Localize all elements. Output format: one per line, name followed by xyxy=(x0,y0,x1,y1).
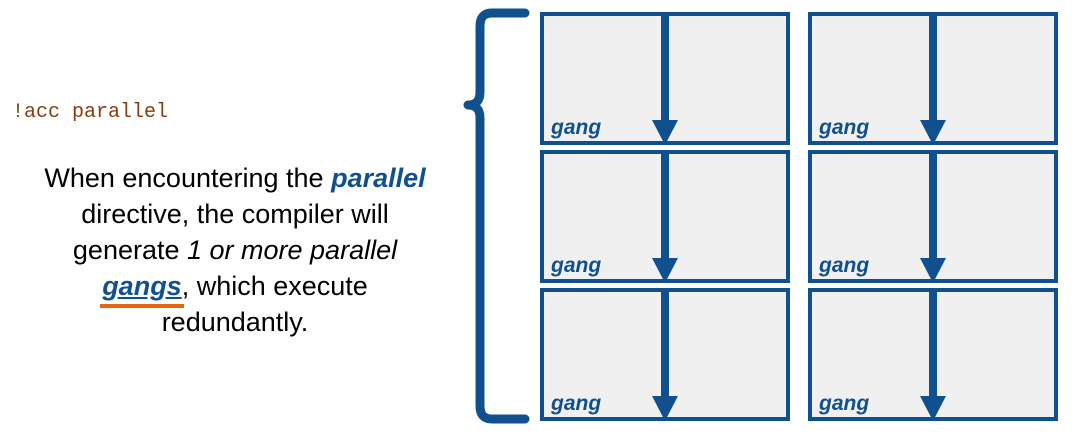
gang-box[interactable]: gang xyxy=(808,150,1058,283)
description-segment-3: , which execute redundantly. xyxy=(161,271,368,337)
gang-row: gang gang xyxy=(540,12,1070,145)
emphasis-gang-count: 1 or more parallel xyxy=(187,235,398,265)
description-segment-1: When encountering the xyxy=(44,163,332,193)
gang-row: gang gang xyxy=(540,150,1070,283)
description-segment-2: directive, the compiler will generate xyxy=(72,199,389,265)
down-arrow-icon xyxy=(652,150,678,283)
left-curly-brace xyxy=(430,0,540,432)
keyword-gangs: gangs xyxy=(102,271,182,301)
gang-box[interactable]: gang xyxy=(808,12,1058,145)
gang-label: gang xyxy=(551,116,602,139)
gang-label: gang xyxy=(819,392,870,415)
explanation-panel: !acc parallel When encountering the para… xyxy=(0,0,450,432)
gang-grid: gang gang gang gang gang xyxy=(540,12,1070,425)
down-arrow-icon xyxy=(652,12,678,145)
down-arrow-icon xyxy=(920,150,946,283)
gang-label: gang xyxy=(551,254,602,277)
keyword-parallel: parallel xyxy=(331,163,426,193)
gang-box[interactable]: gang xyxy=(808,288,1058,421)
down-arrow-icon xyxy=(920,288,946,421)
left-curly-brace-icon xyxy=(463,8,530,424)
gang-row: gang gang xyxy=(540,288,1070,421)
gang-box[interactable]: gang xyxy=(540,12,790,145)
gang-label: gang xyxy=(819,116,870,139)
directive-code-label: !acc parallel xyxy=(12,101,169,124)
gang-box[interactable]: gang xyxy=(540,150,790,283)
gang-label: gang xyxy=(551,392,602,415)
description-paragraph: When encountering the parallel directive… xyxy=(30,160,440,340)
gang-box[interactable]: gang xyxy=(540,288,790,421)
down-arrow-icon xyxy=(920,12,946,145)
gang-label: gang xyxy=(819,254,870,277)
down-arrow-icon xyxy=(652,288,678,421)
